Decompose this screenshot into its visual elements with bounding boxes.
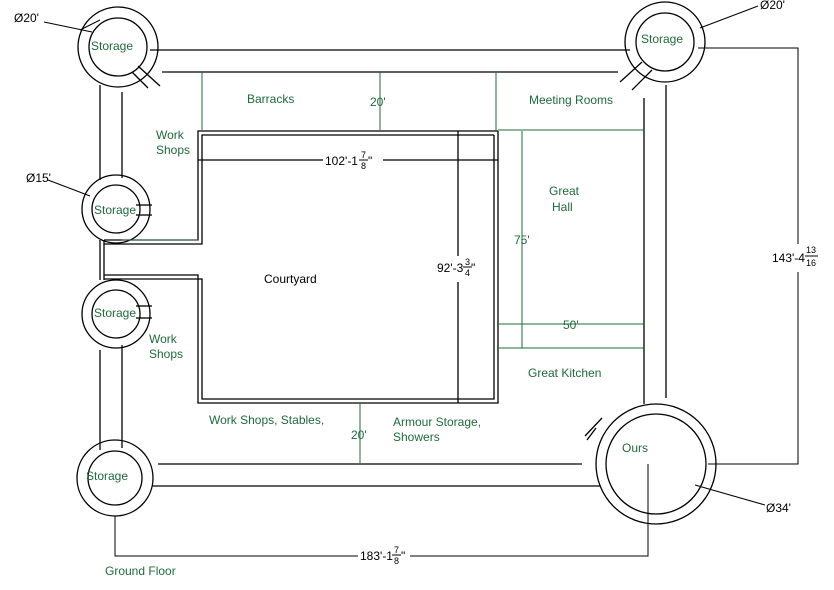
- svg-text:8: 8: [361, 161, 366, 171]
- svg-text:183'-1: 183'-1: [360, 549, 393, 563]
- storage-nw-label: Storage: [91, 39, 133, 53]
- tower-se: [584, 403, 717, 525]
- ground-floor-title: Ground Floor: [105, 564, 176, 578]
- dia-34-label: Ø34': [766, 501, 791, 515]
- armour-storage-label: Armour Storage, Showers: [393, 415, 484, 444]
- barracks-depth-label: 20': [370, 95, 386, 109]
- south-range-depth-label: 20': [351, 428, 367, 442]
- work-shops-lower-label: Work Shops: [149, 332, 183, 361]
- svg-text:3: 3: [465, 257, 470, 267]
- overall-depth-label: 143'-4 13 16: [770, 244, 826, 272]
- dimension-lines: [43, 5, 799, 557]
- courtyard-depth-label: 92'-3 3 4 ": [436, 256, 476, 282]
- courtyard-width-label: 102'-1 7 8 ": [323, 150, 383, 171]
- storage-w-lower-label: Storage: [94, 306, 136, 320]
- tower-ne: [619, 1, 706, 91]
- work-shops-upper-label: Work Shops: [156, 128, 190, 157]
- barracks-label: Barracks: [247, 92, 294, 106]
- svg-text:": ": [368, 154, 372, 168]
- tower-w-upper: [81, 174, 152, 244]
- svg-text:4: 4: [465, 268, 470, 278]
- room-labels: Storage Storage Storage Storage Storage …: [86, 32, 683, 578]
- svg-text:7: 7: [361, 150, 366, 160]
- svg-text:92'-3: 92'-3: [437, 261, 464, 275]
- curtain-wall: [99, 49, 667, 487]
- storage-w-upper-label: Storage: [94, 203, 136, 217]
- svg-text:16: 16: [806, 258, 816, 268]
- dia-15-label: Ø15': [26, 171, 51, 185]
- dimension-labels: Ø20' Ø20' Ø15' Ø34' 20' 20' 75' 50' 102'…: [14, 0, 826, 568]
- great-hall-label: Great Hall: [549, 184, 582, 214]
- meeting-rooms-label: Meeting Rooms: [529, 93, 613, 107]
- room-partitions: [122, 72, 644, 464]
- dia-20-ne-label: Ø20': [760, 0, 785, 12]
- great-kitchen-label: Great Kitchen: [528, 366, 601, 380]
- hall-width-label: 50': [563, 318, 579, 332]
- svg-text:143'-4: 143'-4: [772, 251, 805, 265]
- storage-sw-label: Storage: [86, 469, 128, 483]
- dia-20-nw-label: Ø20': [14, 11, 39, 25]
- overall-width-label: 183'-1 7 8 ": [358, 545, 410, 568]
- svg-text:": ": [471, 261, 475, 275]
- tower-w-lower: [81, 279, 152, 349]
- svg-text:": ": [401, 549, 405, 563]
- ours-label: Ours: [622, 441, 648, 455]
- courtyard-label: Courtyard: [264, 272, 317, 286]
- svg-text:8: 8: [394, 556, 399, 566]
- hall-length-label: 75': [514, 233, 530, 247]
- storage-ne-label: Storage: [641, 32, 683, 46]
- svg-text:13: 13: [806, 245, 816, 255]
- svg-text:102'-1: 102'-1: [325, 154, 358, 168]
- svg-text:7: 7: [394, 545, 399, 555]
- work-shops-stables-label: Work Shops, Stables,: [209, 413, 324, 427]
- tower-nw: [77, 6, 161, 89]
